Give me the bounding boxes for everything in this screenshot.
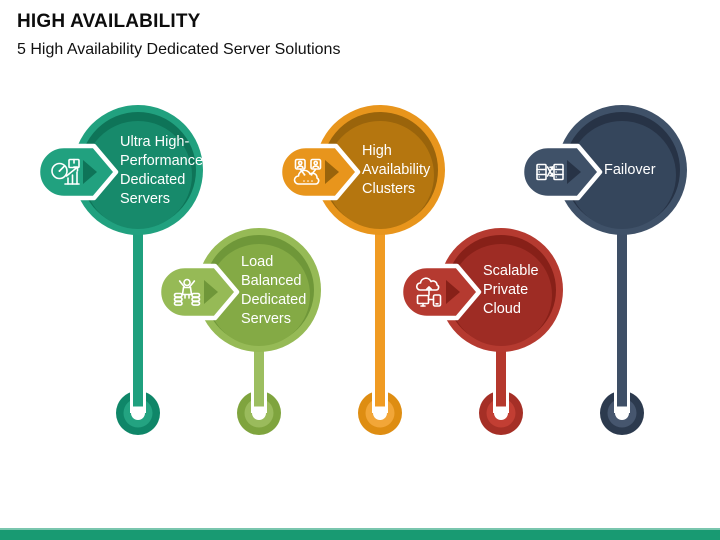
badge-arrow-icon (83, 160, 97, 184)
node-high-availability-clusters (277, 105, 445, 435)
node-label-load-balanced: Load Balanced Dedicated Servers (241, 254, 307, 327)
footer-accent-line (0, 528, 720, 530)
badge-arrow-icon (204, 280, 218, 304)
node-failover (519, 105, 687, 435)
badge-failover (519, 143, 603, 201)
node-label-scalable-private-cloud: Scalable Private Cloud (483, 262, 539, 317)
footer-bar (0, 530, 720, 540)
badge-arrow-icon (325, 160, 339, 184)
slide-title: HIGH AVAILABILITY (17, 11, 201, 32)
node-label-failover: Failover (604, 161, 656, 178)
node-load-balanced-dedicated-servers (156, 228, 321, 435)
badge-scalable-private-cloud (398, 263, 482, 321)
node-ultra-high-performance-dedicated-servers (35, 105, 203, 435)
slide-subtitle: 5 High Availability Dedicated Server Sol… (17, 41, 341, 58)
badge-arrow-icon (567, 160, 581, 184)
badge-arrow-icon (446, 280, 460, 304)
node-label-ultra-high-performance: Ultra High- Performance Dedicated Server… (120, 134, 204, 207)
node-label-ha-clusters: High Availability Clusters (362, 142, 431, 197)
node-scalable-private-cloud (398, 228, 563, 435)
